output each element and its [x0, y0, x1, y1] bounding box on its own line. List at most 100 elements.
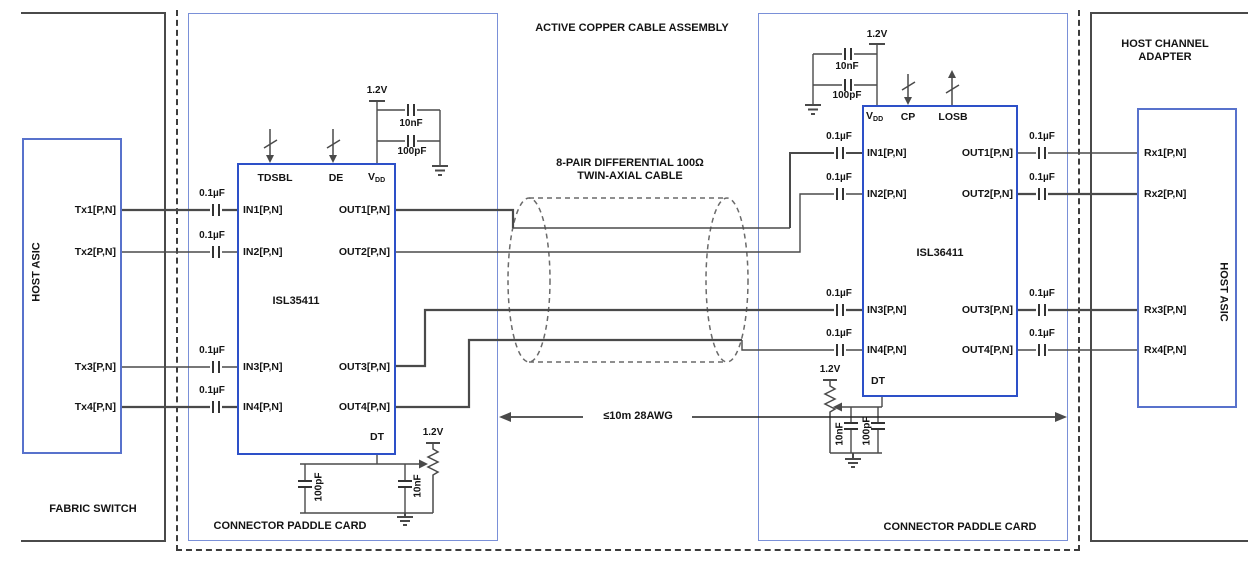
fabric-switch-label: FABRIC SWITCH: [49, 503, 137, 515]
resistor-icon: [823, 380, 837, 453]
rx3-label: Rx3[P,N]: [1144, 304, 1187, 316]
left-vdd-supply-label: 1.2V: [366, 85, 388, 96]
right-vdd-100pf-label: 100pF: [832, 90, 862, 101]
right-chip-pin-out2: OUT2[P,N]: [961, 188, 1013, 200]
right-paddle-card-box: [758, 13, 1068, 541]
cap-value-in2: 0.1µF: [826, 172, 852, 183]
ground-icon: [805, 104, 821, 115]
lane1-wire: [396, 147, 862, 229]
cap-value-tx1: 0.1µF: [199, 188, 225, 199]
right-dt-network: [823, 379, 885, 468]
right-chip-pin-in2: IN2[P,N]: [867, 188, 907, 200]
fabric-switch-region-box: [21, 12, 166, 542]
tx4-wire: [122, 401, 237, 413]
right-chip-pin-dt: DT: [871, 375, 885, 387]
left-chip-pin-in4: IN4[P,N]: [243, 401, 283, 413]
left-host-asic-box: [22, 138, 122, 454]
cable-assembly-dashed-box: [176, 10, 1080, 551]
right-chip-name: ISL36411: [916, 247, 964, 259]
rx2-label: Rx2[P,N]: [1144, 188, 1187, 200]
right-chip-pin-out1: OUT1[P,N]: [961, 147, 1013, 159]
ground-icon: [397, 513, 413, 526]
left-chip-pin-out4: OUT4[P,N]: [338, 401, 390, 413]
cable-spec-label: 8-PAIR DIFFERENTIAL 100Ω TWIN-AXIAL CABL…: [520, 157, 740, 183]
lane2-wire: [396, 188, 862, 253]
vdd-sub: DD: [873, 116, 884, 123]
right-paddle-card-label: CONNECTOR PADDLE CARD: [883, 521, 1037, 533]
vdd-main: V: [368, 171, 376, 183]
tx3-label: Tx3[P,N]: [74, 361, 116, 373]
cap-value-out3: 0.1µF: [1029, 288, 1055, 299]
right-host-asic-label: HOST ASIC: [1217, 262, 1230, 322]
left-chip-pin-dt: DT: [370, 431, 384, 443]
left-chip-name: ISL35411: [272, 295, 320, 307]
right-dt-10nf-label: 10nF: [834, 422, 846, 446]
cap-value-tx2: 0.1µF: [199, 230, 225, 241]
left-chip-pin-de: DE: [328, 172, 344, 184]
host-channel-adapter-label: HOST CHANNEL ADAPTER: [1106, 38, 1224, 64]
assembly-title: ACTIVE COPPER CABLE ASSEMBLY: [535, 22, 729, 34]
host-channel-line2: ADAPTER: [1138, 51, 1192, 63]
lane3-wire: [396, 304, 862, 368]
de-input-arrow: [326, 129, 341, 163]
left-paddle-card-box: [188, 13, 498, 541]
left-dt-100pf-label: 100pF: [313, 472, 325, 502]
cap-value-in4: 0.1µF: [826, 328, 852, 339]
tx3-wire: [122, 361, 237, 373]
ground-icon: [432, 165, 448, 176]
cap-value-out4: 0.1µF: [1029, 328, 1055, 339]
right-host-asic-box: [1137, 108, 1237, 408]
right-chip-pin-out3: OUT3[P,N]: [961, 304, 1013, 316]
left-host-asic-label: HOST ASIC: [30, 242, 43, 302]
cap-value-out2: 0.1µF: [1029, 172, 1055, 183]
left-chip-pin-out2: OUT2[P,N]: [338, 246, 390, 258]
tx1-wire: [122, 204, 237, 216]
rx4-wire: [1018, 344, 1137, 356]
left-chip-pin-vdd: VDD: [368, 171, 385, 187]
right-chip-pin-vdd: VDD: [866, 110, 883, 126]
right-chip-pin-cp: CP: [900, 111, 916, 123]
resistor-icon: [426, 443, 440, 513]
cable-spec-line1: 8-PAIR DIFFERENTIAL 100Ω: [556, 157, 704, 169]
cap-value-in1: 0.1µF: [826, 131, 852, 142]
left-chip-pin-out1: OUT1[P,N]: [338, 204, 390, 216]
left-chip-pin-in1: IN1[P,N]: [243, 204, 283, 216]
left-vdd-100pf-label: 100pF: [397, 146, 427, 157]
left-vdd-decoupling: [369, 100, 448, 176]
left-vdd-10nf-label: 10nF: [399, 118, 423, 129]
rx2-wire: [1018, 188, 1137, 200]
host-channel-line1: HOST CHANNEL: [1121, 38, 1209, 50]
tx4-label: Tx4[P,N]: [74, 401, 116, 413]
rx1-label: Rx1[P,N]: [1144, 147, 1187, 159]
left-chip-pin-out3: OUT3[P,N]: [338, 361, 390, 373]
cable-length-arrow: [499, 412, 1067, 422]
cable-spec-line2: TWIN-AXIAL CABLE: [577, 170, 683, 182]
tdsbl-input-arrow: [263, 129, 278, 163]
left-chip-pin-in2: IN2[P,N]: [243, 246, 283, 258]
right-dt-supply-label: 1.2V: [819, 364, 841, 375]
right-dt-100pf-label: 100pF: [861, 416, 873, 446]
tx2-wire: [122, 246, 237, 258]
vdd-main: V: [866, 110, 874, 122]
isl36411-chip-box: [862, 105, 1018, 397]
right-vdd-supply-label: 1.2V: [866, 29, 888, 40]
ground-icon: [845, 453, 861, 468]
lane4-wire: [396, 338, 862, 409]
cap-value-tx4: 0.1µF: [199, 385, 225, 396]
right-vdd-10nf-label: 10nF: [835, 61, 859, 72]
right-chip-pin-losb: LOSB: [938, 111, 968, 123]
left-dt-network: [298, 442, 440, 526]
vdd-sub: DD: [375, 177, 386, 184]
left-paddle-card-label: CONNECTOR PADDLE CARD: [213, 520, 367, 532]
cap-value-in3: 0.1µF: [826, 288, 852, 299]
cap-value-tx3: 0.1µF: [199, 345, 225, 356]
twinax-cable-cylinder: [507, 197, 749, 363]
cp-input-arrow: [901, 74, 916, 105]
left-chip-pin-in3: IN3[P,N]: [243, 361, 283, 373]
isl35411-chip-box: [237, 163, 396, 455]
cable-length-label: ≤10m 28AWG: [587, 410, 689, 423]
right-chip-pin-in1: IN1[P,N]: [867, 147, 907, 159]
right-chip-pin-in3: IN3[P,N]: [867, 304, 907, 316]
